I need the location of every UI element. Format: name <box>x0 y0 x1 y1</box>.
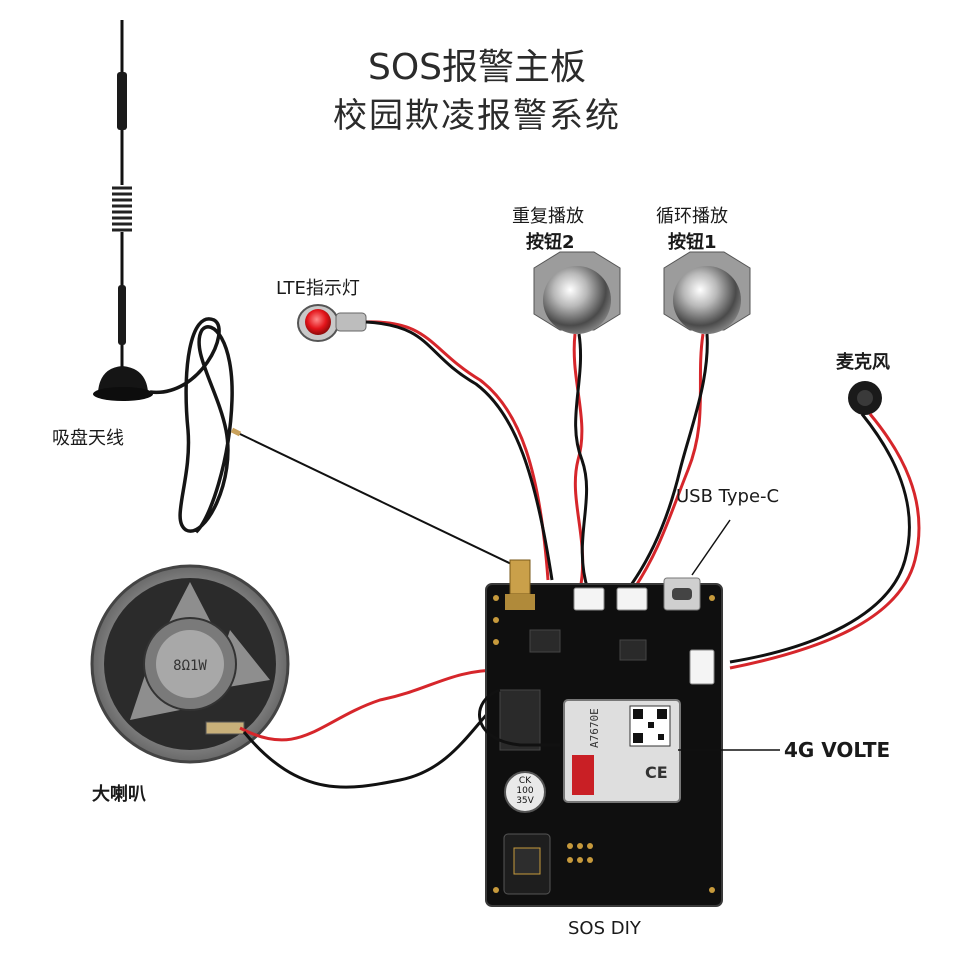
label-lte-indicator: LTE指示灯 <box>276 274 360 300</box>
label-board: SOS DIY <box>568 918 641 939</box>
label-button1-bottom: 按钮1 <box>668 228 717 254</box>
label-antenna: 吸盘天线 <box>52 424 124 450</box>
lte-led <box>298 305 552 580</box>
title-line-2: 校园欺凌报警系统 <box>0 88 954 137</box>
ce-mark: CE <box>645 763 668 782</box>
cap-mark-3: 35V <box>516 796 534 806</box>
module-model: A7670E <box>588 708 601 748</box>
title-line-1: SOS报警主板 <box>0 38 954 90</box>
microphone <box>730 381 919 668</box>
label-usb: USB Type-C <box>676 486 779 507</box>
speaker-marking: 8Ω1W <box>173 658 207 674</box>
push-button-1 <box>626 252 750 592</box>
pcb-board: A7670E CE CK 100 35V <box>480 560 722 906</box>
label-button2-top: 重复播放 <box>512 202 584 228</box>
label-button2-bottom: 按钮2 <box>526 228 575 254</box>
label-module: 4G VOLTE <box>784 738 890 762</box>
push-button-2 <box>534 252 620 590</box>
cap-mark-2: 100 <box>516 786 533 796</box>
speaker: 8Ω1W <box>92 566 500 787</box>
label-speaker: 大喇叭 <box>92 780 146 806</box>
usb-pointer <box>692 520 730 575</box>
label-microphone: 麦克风 <box>836 348 890 374</box>
cap-mark-1: CK <box>519 776 532 786</box>
qr-code <box>630 706 670 746</box>
label-button1-top: 循环播放 <box>656 202 728 228</box>
